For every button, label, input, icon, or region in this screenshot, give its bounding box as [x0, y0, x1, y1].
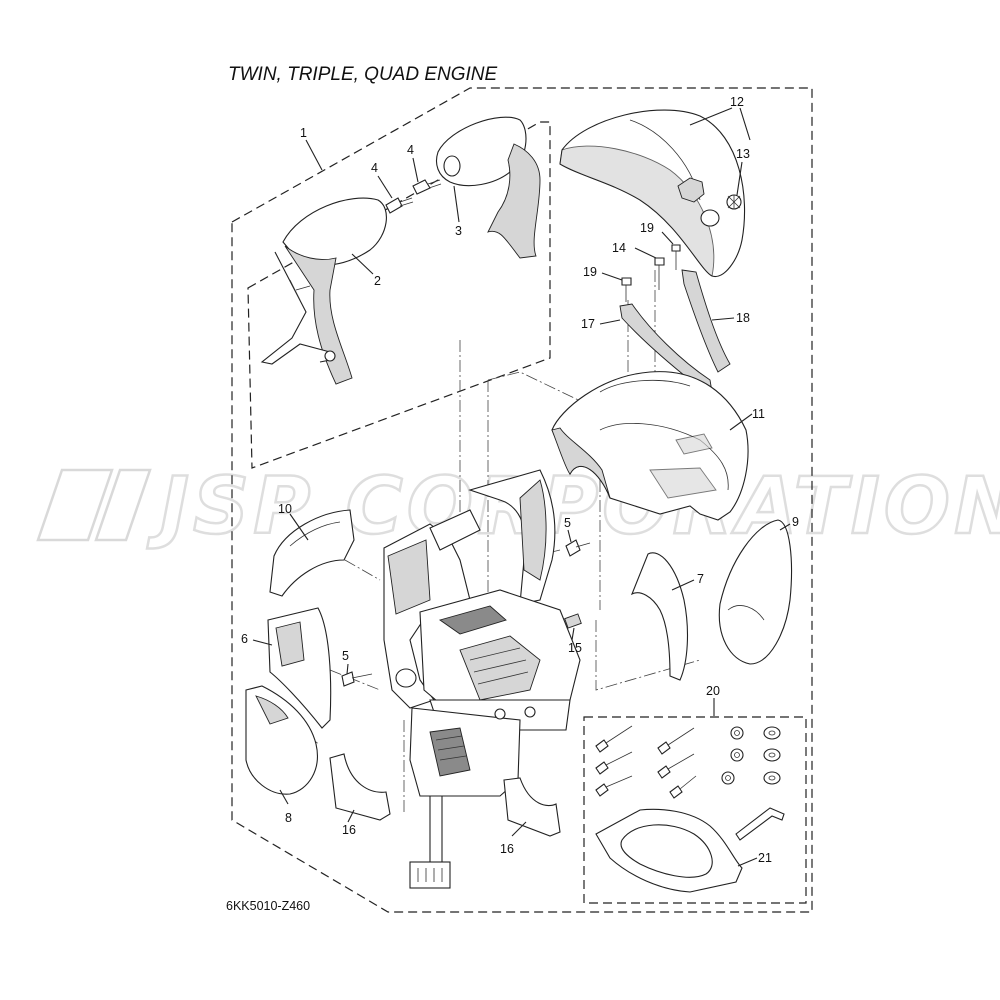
part-20-hardware-kit — [595, 725, 785, 841]
callout-19-lower: 19 — [583, 265, 597, 279]
callout-10: 10 — [278, 502, 292, 516]
callout-7: 7 — [697, 572, 704, 586]
callout-3: 3 — [455, 224, 462, 238]
leader-lines — [252, 107, 791, 867]
part-9-right-side-panel — [718, 519, 792, 665]
callout-15: 15 — [568, 641, 582, 655]
control-box-body — [383, 469, 581, 797]
part-2-left-lever-cover — [260, 197, 387, 385]
part-18-right-bracket — [681, 269, 731, 373]
callout-5-right: 5 — [564, 516, 571, 530]
watermark-logo-icon — [36, 468, 152, 542]
callout-11: 11 — [752, 407, 765, 421]
part-3-right-lever-cover — [435, 116, 541, 259]
callout-labels: 1 2 3 4 4 5 5 6 7 8 9 10 11 12 13 14 15 … — [241, 95, 799, 865]
part-12-top-cover — [559, 109, 746, 277]
watermark-text: JSP CORPORATION — [147, 462, 1000, 552]
callout-6: 6 — [241, 632, 248, 646]
callout-5-left: 5 — [342, 649, 349, 663]
callout-4-left: 4 — [371, 161, 378, 175]
callout-1: 1 — [300, 126, 307, 140]
kit-20-outline — [583, 716, 807, 904]
assembly-outline — [231, 87, 813, 913]
kit-hex-key-icon — [735, 807, 785, 841]
callout-20: 20 — [706, 684, 720, 698]
part-4-screws — [385, 179, 442, 214]
part-10-left-side-panel — [269, 509, 355, 597]
callout-9: 9 — [792, 515, 799, 529]
part-7-lever-bar — [630, 552, 689, 681]
cable-and-connector — [409, 795, 451, 889]
callout-13: 13 — [736, 147, 750, 161]
part-15-pin — [564, 613, 582, 629]
callout-8: 8 — [285, 811, 292, 825]
callout-16-right: 16 — [500, 842, 514, 856]
callout-16-left: 16 — [342, 823, 356, 837]
callout-4-right: 4 — [407, 143, 414, 157]
part-21-gasket — [595, 808, 743, 893]
callout-19-upper: 19 — [640, 221, 654, 235]
part-16-brackets — [329, 753, 561, 837]
callout-18: 18 — [736, 311, 750, 325]
callout-21: 21 — [758, 851, 772, 865]
part-8-lower-cover — [245, 685, 318, 795]
kit-bolts — [595, 725, 697, 799]
part-5-screws — [341, 539, 591, 687]
callout-2: 2 — [374, 274, 381, 288]
diagram-part-code: 6KK5010-Z460 — [226, 899, 310, 913]
callout-14: 14 — [612, 241, 626, 255]
diagram-title: TWIN, TRIPLE, QUAD ENGINE — [228, 64, 498, 85]
kit-1-outline — [247, 121, 551, 469]
part-14-19-screws — [621, 244, 681, 302]
part-13-washer — [726, 194, 742, 210]
callout-12: 12 — [730, 95, 744, 109]
part-11-housing-cover — [551, 371, 749, 521]
kit-nuts-washers — [721, 726, 781, 785]
callout-17: 17 — [581, 317, 595, 331]
part-6-face-plate — [267, 607, 332, 729]
